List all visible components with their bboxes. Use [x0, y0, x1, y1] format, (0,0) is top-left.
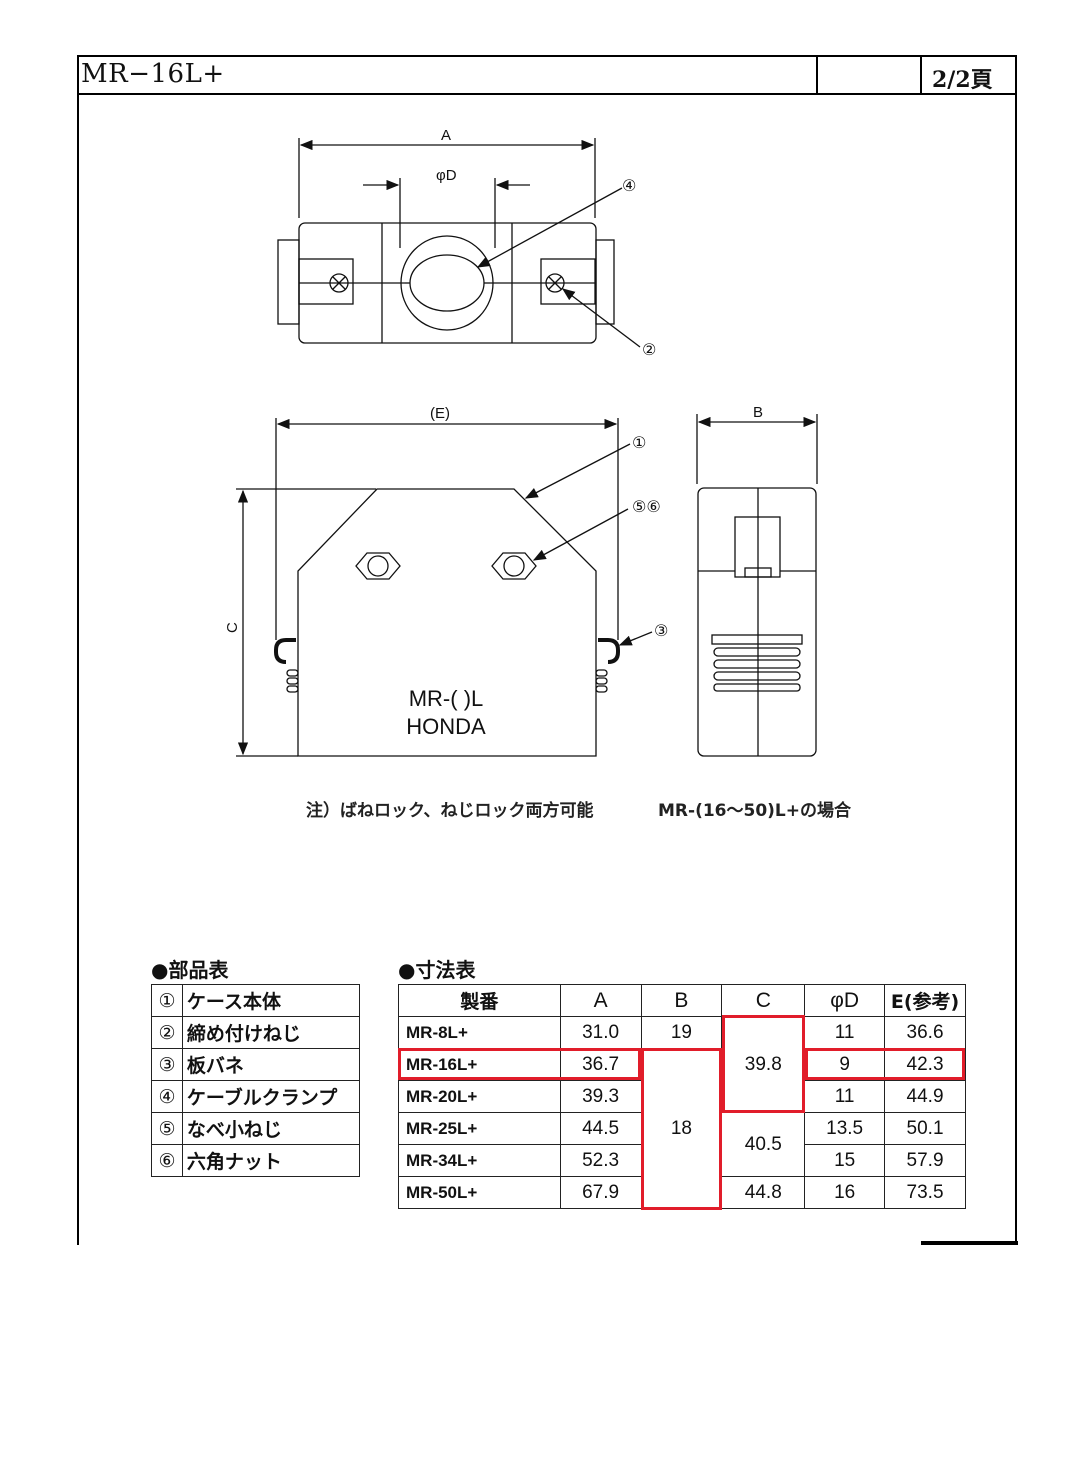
callout-4: ④	[622, 176, 636, 195]
dim-a-label: A	[441, 127, 451, 144]
document-title: MR−16L+	[81, 59, 225, 89]
model-cell: MR-34L+	[398, 1144, 561, 1177]
part-name: ケーブルクランプ	[181, 1080, 361, 1113]
callout-3: ③	[654, 621, 668, 640]
b-value-cell: 18	[640, 1048, 723, 1209]
part-number: ③	[151, 1048, 183, 1081]
part-name: 締め付けねじ	[181, 1016, 361, 1049]
model-cell: MR-16L+	[398, 1048, 561, 1081]
c-value-cell: 44.8	[721, 1176, 806, 1209]
note-lock: 注）ばねロック、ねじロック両方可能	[306, 801, 594, 821]
a-value-cell: 52.3	[559, 1144, 642, 1177]
note-model-range: MR-(16〜50)L+の場合	[658, 801, 851, 821]
dim-b-label: B	[753, 404, 763, 421]
dim-d-label: φD	[436, 167, 457, 184]
d-value-cell: 11	[804, 1016, 886, 1049]
d-value-cell: 15	[804, 1144, 886, 1177]
model-cell: MR-8L+	[398, 1016, 561, 1049]
a-value-cell: 44.5	[559, 1112, 642, 1145]
c-value-cell: 40.5	[721, 1112, 806, 1177]
dim-header-cell: B	[640, 984, 723, 1017]
part-name: 六角ナット	[181, 1144, 361, 1177]
part-number: ④	[151, 1080, 183, 1113]
e-value-cell: 44.9	[884, 1080, 966, 1113]
case-model-label: MR-( )L	[409, 686, 484, 711]
part-number: ②	[151, 1016, 183, 1049]
case-brand-label: HONDA	[406, 714, 486, 739]
part-number: ⑥	[151, 1144, 183, 1177]
dim-header-cell: C	[721, 984, 806, 1017]
e-value-cell: 42.3	[884, 1048, 966, 1081]
a-value-cell: 39.3	[559, 1080, 642, 1113]
e-value-cell: 73.5	[884, 1176, 966, 1209]
top-view: A φD ④ ②	[277, 127, 656, 359]
d-value-cell: 9	[804, 1048, 886, 1081]
parts-table-title: ●部品表	[151, 958, 229, 982]
callout-1: ①	[632, 433, 646, 452]
front-view: (E) C MR-( )L HONDA ① ⑤⑥ ③	[224, 405, 668, 757]
page-bottom-bar	[921, 1241, 1018, 1245]
a-value-cell: 31.0	[559, 1016, 642, 1049]
d-value-cell: 16	[804, 1176, 886, 1209]
model-cell: MR-20L+	[398, 1080, 561, 1113]
dim-c-label: C	[224, 622, 241, 633]
a-value-cell: 36.7	[559, 1048, 642, 1081]
part-number: ①	[151, 984, 183, 1017]
model-cell: MR-50L+	[398, 1176, 561, 1209]
e-value-cell: 57.9	[884, 1144, 966, 1177]
e-value-cell: 36.6	[884, 1016, 966, 1049]
part-number: ⑤	[151, 1112, 183, 1145]
page-number: 2/2頁	[932, 67, 993, 93]
dim-header-cell: E(参考)	[884, 984, 966, 1017]
d-value-cell: 13.5	[804, 1112, 886, 1145]
dim-header-cell: 製番	[398, 984, 561, 1017]
dim-table-title: ●寸法表	[398, 958, 476, 982]
dim-header-cell: φD	[804, 984, 886, 1017]
model-cell: MR-25L+	[398, 1112, 561, 1145]
callout-5-6: ⑤⑥	[632, 497, 661, 516]
side-view: B	[696, 404, 818, 757]
callout-2: ②	[642, 340, 656, 359]
title-separator	[920, 55, 922, 93]
d-value-cell: 11	[804, 1080, 886, 1113]
page-frame	[77, 55, 1017, 1245]
part-name: 板バネ	[181, 1048, 361, 1081]
b-value-cell: 19	[640, 1016, 723, 1049]
e-value-cell: 50.1	[884, 1112, 966, 1145]
c-value-cell: 39.8	[721, 1016, 806, 1113]
dim-e-label: (E)	[430, 405, 450, 422]
dim-header-cell: A	[559, 984, 642, 1017]
part-name: なべ小ねじ	[181, 1112, 361, 1145]
title-separator	[816, 55, 818, 93]
a-value-cell: 67.9	[559, 1176, 642, 1209]
title-block: MR−16L+ 2/2頁	[77, 55, 1017, 95]
part-name: ケース本体	[181, 984, 361, 1017]
